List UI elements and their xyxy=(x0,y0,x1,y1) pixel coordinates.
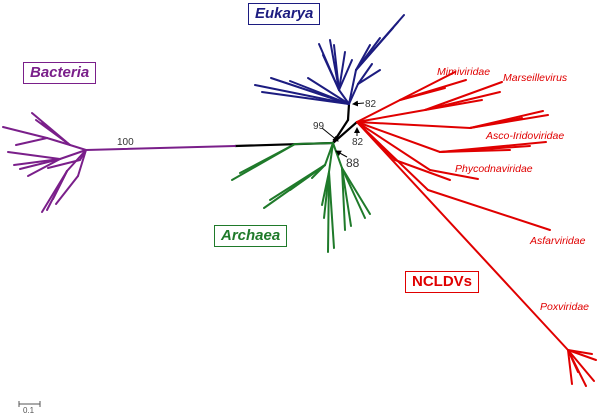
family-label-mimiviridae: Mimiviridae xyxy=(437,66,491,78)
archaea-branches xyxy=(231,142,371,253)
family-label-poxviridae: Poxviridae xyxy=(540,301,590,313)
family-label-asfarviridae: Asfarviridae xyxy=(530,235,586,247)
eukarya-branch-5 xyxy=(338,51,346,91)
bacteria-branches xyxy=(2,112,236,213)
bacteria-branch-20 xyxy=(47,159,81,169)
bacteria-branch-8 xyxy=(59,149,87,160)
family-label-marseillevirus: Marseillevirus xyxy=(503,72,568,84)
eukarya-branch-20 xyxy=(307,77,350,105)
bootstrap-arrow-2 xyxy=(352,100,365,107)
bootstrap-arrows xyxy=(321,100,365,158)
bacteria-branch-4 xyxy=(15,137,48,146)
bacteria-branch-1 xyxy=(69,144,87,151)
ncldv-branch-0 xyxy=(356,99,401,123)
bootstrap-eukarya-node: 82 xyxy=(365,99,377,110)
family-label-asco-iridoviridae: Asco-Iridoviridae xyxy=(486,130,565,142)
archaea-branch-12 xyxy=(341,167,346,231)
bacteria-branch-17 xyxy=(77,149,87,177)
eukarya-branch-19 xyxy=(289,80,350,105)
ncldv-branch-7 xyxy=(424,99,483,111)
bacteria-branch-2 xyxy=(46,137,71,146)
eukarya-branch-12 xyxy=(355,44,371,71)
bootstrap-ncldv-node: 82 xyxy=(352,137,364,148)
ncldv-branch-1 xyxy=(399,71,456,101)
eukarya-branch-7 xyxy=(348,69,357,105)
archaea-branch-13 xyxy=(328,142,334,173)
bacteria-branch-0 xyxy=(85,145,236,151)
bacteria-branch-3 xyxy=(2,126,48,139)
archaea-label: Archaea xyxy=(214,225,288,247)
ncldv-branch-22 xyxy=(356,121,569,351)
bacteria-branch-9 xyxy=(7,151,61,160)
bootstrap-bacteria-stem: 100 xyxy=(117,137,134,148)
eukarya-label: Eukarya xyxy=(248,3,321,25)
bacteria-branch-7 xyxy=(41,122,71,146)
bacteria-branch-19 xyxy=(79,149,87,161)
archaea-branch-6 xyxy=(289,164,326,191)
bacteria-label: Bacteria xyxy=(23,62,97,84)
eukarya-branch-14 xyxy=(357,63,373,85)
backbone-branches xyxy=(233,102,359,148)
eukarya-branches xyxy=(254,14,405,105)
ncldv-branch-4 xyxy=(356,109,426,123)
eukarya-branch-17 xyxy=(261,91,350,105)
archaea-branch-11 xyxy=(341,167,352,227)
eukarya-branch-13 xyxy=(348,83,359,105)
ncldv-branch-26 xyxy=(567,349,579,373)
ncldv-branch-5 xyxy=(424,81,503,111)
ncldv-branch-27 xyxy=(567,349,593,355)
backbone-branch-2 xyxy=(346,102,351,122)
bootstrap-archaea-inner: 88 xyxy=(346,156,360,170)
eukarya-branch-0 xyxy=(338,89,350,105)
ncldv-branch-17 xyxy=(429,169,479,180)
bacteria-branch-18 xyxy=(55,175,79,205)
ncldv-branch-16 xyxy=(356,121,431,171)
eukarya-branch-15 xyxy=(357,69,381,85)
bacteria-branch-12 xyxy=(27,158,61,177)
archaea-branch-17 xyxy=(321,171,330,206)
archaea-branch-10 xyxy=(341,167,371,215)
ncldv-branches xyxy=(356,71,597,387)
archaea-branch-7 xyxy=(311,164,326,179)
bootstrap-archaea-node: 99 xyxy=(313,121,325,132)
scale-bar-label: 0.1 xyxy=(23,406,35,415)
ncldvs-label: NCLDVs xyxy=(405,271,480,293)
eukarya-branch-6 xyxy=(338,59,353,91)
archaea-branch-16 xyxy=(327,171,330,253)
eukarya-branch-2 xyxy=(322,54,340,91)
archaea-branch-2 xyxy=(239,143,296,174)
ncldv-branch-28 xyxy=(567,349,573,385)
archaea-branch-9 xyxy=(341,167,366,219)
archaea-branch-8 xyxy=(332,142,343,169)
ncldv-branch-8 xyxy=(356,121,471,129)
ncldv-branch-15 xyxy=(439,149,511,153)
archaea-branch-0 xyxy=(294,142,334,145)
ncldv-branch-21 xyxy=(427,189,551,231)
ncldv-branch-12 xyxy=(356,121,441,153)
bootstrap-arrow-0 xyxy=(321,127,339,142)
family-label-phycodnaviridae: Phycodnaviridae xyxy=(455,163,533,175)
ncldv-branch-19 xyxy=(394,159,451,181)
ncldv-branch-11 xyxy=(469,117,523,129)
ncldv-branch-24 xyxy=(567,349,595,382)
bacteria-branch-11 xyxy=(19,158,61,170)
bacteria-branch-16 xyxy=(52,170,68,200)
ncldv-branch-3 xyxy=(399,87,446,101)
eukarya-branch-4 xyxy=(333,44,340,91)
bootstrap-arrow-1 xyxy=(335,150,348,158)
